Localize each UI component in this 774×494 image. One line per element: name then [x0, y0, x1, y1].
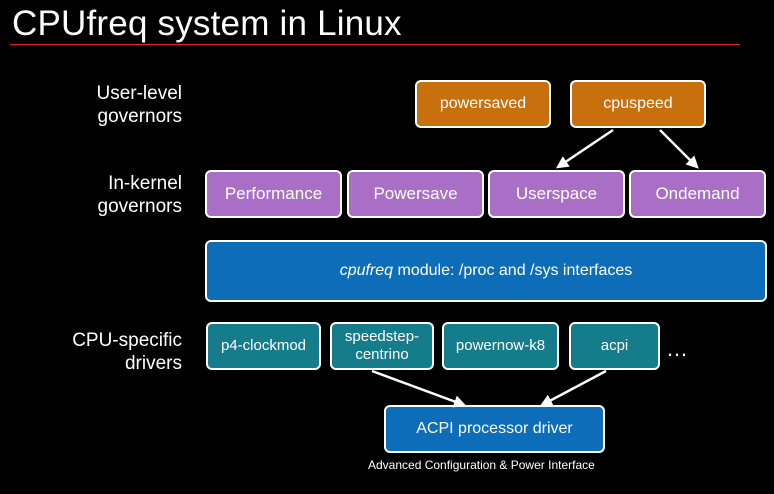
driver-p4-clockmod: p4-clockmod — [206, 322, 321, 370]
cpufreq-module-description: module: /proc and /sys interfaces — [393, 262, 633, 279]
layer-label-in-kernel-line1: In-kernel — [108, 173, 182, 194]
layer-label-user-level-line1: User-level — [96, 83, 182, 104]
cpufreq-module: cpufreq module: /proc and /sys interface… — [205, 240, 767, 302]
layer-label-cpu-specific: CPU-specific drivers — [12, 329, 182, 375]
acpi-processor-driver: ACPI processor driver — [384, 405, 605, 453]
more-drivers-ellipsis: … — [666, 336, 688, 361]
arrow-acpi-to-acpi-driver — [539, 369, 607, 407]
driver-powernow-k8: powernow-k8 — [442, 322, 559, 370]
layer-label-user-level-line2: governors — [97, 106, 183, 127]
driver-speedstep-line1: speedstep- — [344, 328, 420, 345]
driver-acpi: acpi — [569, 322, 660, 370]
user-governor-cpuspeed: cpuspeed — [570, 80, 706, 128]
cpufreq-module-name: cpufreq — [339, 262, 394, 279]
kernel-governor-performance: Performance — [205, 170, 342, 218]
layer-label-cpu-specific-line1: CPU-specific — [72, 330, 182, 351]
user-governor-powersaved: powersaved — [415, 80, 551, 128]
driver-speedstep-centrino: speedstep- centrino — [330, 322, 434, 370]
arrow-cpuspeed-to-userspace — [555, 128, 614, 169]
layer-label-in-kernel: In-kernel governors — [12, 172, 183, 218]
acpi-caption: Advanced Configuration & Power Interface — [368, 458, 595, 472]
arrow-speedstep-to-acpi-driver — [371, 369, 467, 408]
layer-label-in-kernel-line2: governors — [97, 196, 183, 217]
kernel-governor-userspace: Userspace — [488, 170, 625, 218]
layer-label-cpu-specific-line2: drivers — [124, 353, 182, 374]
layer-label-user-level: User-level governors — [12, 82, 182, 128]
kernel-governor-ondemand: Ondemand — [629, 170, 766, 218]
slide-title: CPUfreq system in Linux — [12, 4, 402, 43]
title-rule — [10, 44, 740, 45]
arrow-cpuspeed-to-ondemand — [659, 129, 699, 169]
driver-speedstep-line2: centrino — [355, 346, 409, 363]
kernel-governor-powersave: Powersave — [347, 170, 484, 218]
